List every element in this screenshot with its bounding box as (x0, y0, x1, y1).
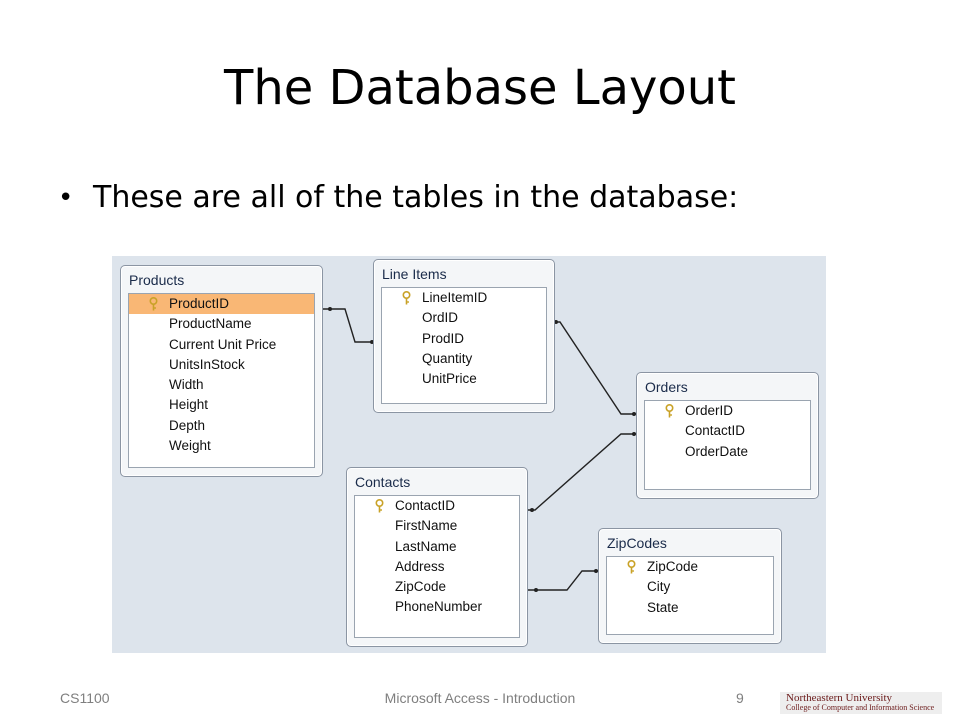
field-item[interactable]: ProdID (422, 330, 465, 346)
field-item[interactable]: ProductName (169, 316, 252, 332)
slide-number: 9 (736, 690, 744, 706)
field-list: ProductID ProductName Current Unit Price… (128, 293, 315, 468)
field-item[interactable]: Width (169, 377, 204, 393)
table-line-items[interactable]: Line Items LineItemID OrdID ProdID Quant… (373, 259, 555, 413)
link-contacts-zipcodes (522, 570, 600, 591)
table-title: Contacts (355, 474, 411, 490)
table-zipcodes[interactable]: ZipCodes ZipCode City State (598, 528, 782, 644)
field-item[interactable]: PhoneNumber (395, 599, 483, 615)
field-list: ZipCode City State (606, 556, 774, 635)
slide-title: The Database Layout (224, 60, 736, 116)
university-logo: Northeastern University College of Compu… (780, 692, 942, 714)
field-list: OrderID ContactID OrderDate (644, 400, 811, 490)
field-item[interactable]: ZipCode (607, 557, 773, 577)
logo-line2: College of Computer and Information Scie… (786, 703, 935, 712)
table-title: Line Items (382, 266, 447, 282)
footer-topic: Microsoft Access - Introduction (384, 690, 576, 706)
field-item[interactable]: State (647, 599, 679, 615)
field-item[interactable]: Height (169, 397, 209, 413)
field-item[interactable]: City (647, 579, 671, 595)
field-item[interactable]: OrderDate (685, 443, 749, 459)
field-item[interactable]: ContactID (685, 423, 746, 439)
key-icon (402, 291, 411, 305)
bullet-item: • These are all of the tables in the data… (58, 178, 738, 218)
table-title: Products (129, 272, 185, 288)
field-item[interactable]: OrdID (422, 310, 459, 326)
link-lineitems-orders (546, 321, 638, 415)
field-item[interactable]: ContactID (355, 496, 519, 516)
field-list: LineItemID OrdID ProdID Quantity UnitPri… (381, 287, 547, 404)
footer-course: CS1100 (60, 690, 110, 706)
key-icon (375, 499, 384, 513)
link-products-lineitems (315, 308, 374, 343)
field-item[interactable]: UnitPrice (422, 371, 477, 387)
table-products[interactable]: Products ProductID ProductName Current U… (120, 265, 323, 477)
field-item[interactable]: UnitsInStock (169, 356, 245, 372)
table-title: Orders (645, 379, 688, 395)
field-item[interactable]: ProductID (129, 294, 314, 315)
key-icon (627, 560, 636, 574)
field-item[interactable]: Weight (169, 438, 211, 454)
field-item[interactable]: FirstName (395, 518, 458, 534)
field-item[interactable]: ZipCode (395, 579, 447, 595)
key-icon (665, 404, 674, 418)
field-list: ContactID FirstName LastName Address Zip… (354, 495, 520, 638)
field-item[interactable]: LineItemID (382, 288, 546, 308)
field-item[interactable]: Depth (169, 417, 206, 433)
bullet-text: These are all of the tables in the datab… (93, 180, 739, 215)
relationships-diagram: Products ProductID ProductName Current U… (112, 256, 826, 653)
table-title: ZipCodes (607, 535, 667, 551)
field-item[interactable]: OrderID (645, 401, 810, 421)
field-item[interactable]: Current Unit Price (169, 336, 277, 352)
key-icon (149, 297, 158, 311)
link-contacts-orders (522, 433, 638, 511)
field-item[interactable]: Address (395, 558, 445, 574)
logo-line1: Northeastern University (786, 692, 892, 704)
table-orders[interactable]: Orders OrderID ContactID OrderDate (636, 372, 819, 499)
field-item[interactable]: LastName (395, 538, 457, 554)
bullet-dot: • (58, 183, 74, 213)
table-contacts[interactable]: Contacts ContactID FirstName LastName Ad… (346, 467, 528, 647)
field-item[interactable]: Quantity (422, 350, 473, 366)
